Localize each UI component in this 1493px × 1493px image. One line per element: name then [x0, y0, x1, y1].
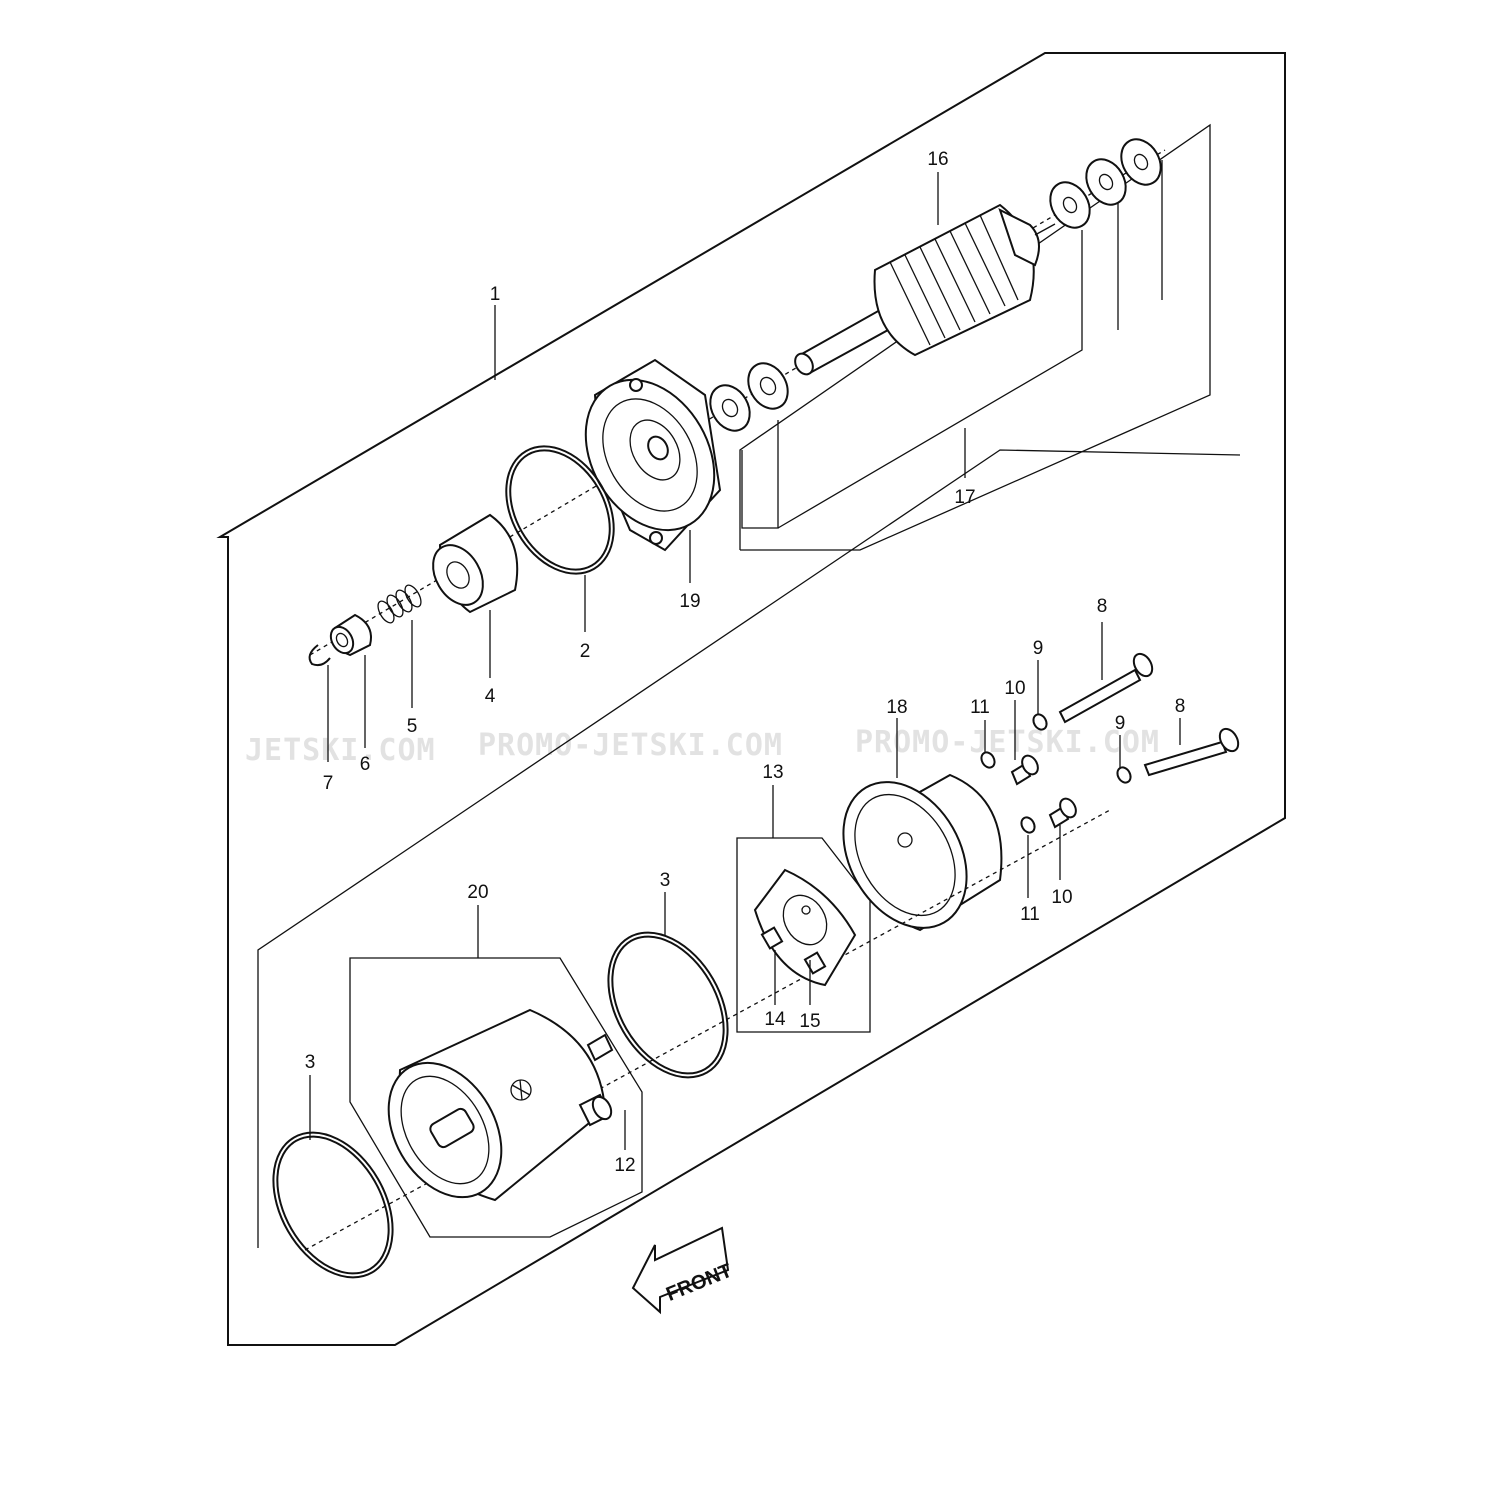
assembly-frame	[216, 52, 1286, 1346]
callout-7: 7	[323, 773, 334, 794]
callout-1: 1	[490, 284, 501, 305]
o-ring-3-left	[272, 1131, 394, 1279]
brush-holder	[753, 868, 857, 987]
stop-collar	[329, 613, 372, 657]
through-bolt-upper	[1058, 652, 1154, 724]
spring	[377, 584, 422, 624]
circlip	[308, 644, 331, 667]
callout-13: 13	[762, 762, 783, 783]
callout-10-upper: 10	[1004, 678, 1025, 699]
callout-9-lower: 9	[1115, 713, 1126, 734]
armature-washers	[709, 138, 1162, 432]
callout-4: 4	[485, 686, 496, 707]
yoke-housing	[842, 773, 1003, 932]
callout-11-upper: 11	[970, 697, 990, 718]
callout-17: 17	[954, 487, 975, 508]
o-ring-2	[505, 445, 615, 575]
callout-3-right: 3	[660, 870, 671, 891]
rear-housing	[387, 1008, 614, 1202]
callout-16: 16	[927, 149, 948, 170]
front-arrow-icon: FRONT	[631, 1226, 735, 1315]
callout-11-lower: 11	[1020, 904, 1040, 925]
through-bolt-lower	[1143, 727, 1240, 777]
washer-leader-17	[741, 420, 779, 529]
callout-12: 12	[614, 1155, 635, 1176]
o-ring-3-right	[607, 931, 729, 1079]
small-hardware	[980, 713, 1132, 834]
callout-8-upper: 8	[1097, 596, 1108, 617]
brush-holder-bracket	[736, 837, 871, 1033]
callout-2: 2	[580, 641, 591, 662]
watermark-3: PROMO-JETSKI.COM	[855, 725, 1160, 760]
armature	[794, 203, 1056, 376]
front-bracket	[584, 358, 722, 552]
watermark-2: PROMO-JETSKI.COM	[478, 728, 783, 763]
callout-18: 18	[886, 697, 907, 718]
rear-housing-bracket	[349, 957, 643, 1238]
pinion-gear	[432, 513, 519, 614]
callout-15: 15	[799, 1011, 820, 1032]
callout-8-lower: 8	[1175, 696, 1186, 717]
callout-5: 5	[407, 716, 418, 737]
watermark-1: JETSKI.COM	[245, 733, 436, 768]
callout-20: 20	[467, 882, 488, 903]
callout-10-lower: 10	[1051, 887, 1072, 908]
callout-6: 6	[360, 754, 371, 775]
callout-14: 14	[764, 1009, 786, 1030]
callout-3-left: 3	[305, 1052, 316, 1073]
lower-group-bracket	[257, 449, 1241, 1248]
leader-lines	[309, 172, 1181, 1150]
washer-leader-17b	[777, 230, 1083, 529]
callout-9-upper: 9	[1033, 638, 1044, 659]
callout-19: 19	[679, 591, 700, 612]
armature-kit-bracket	[739, 123, 1211, 551]
